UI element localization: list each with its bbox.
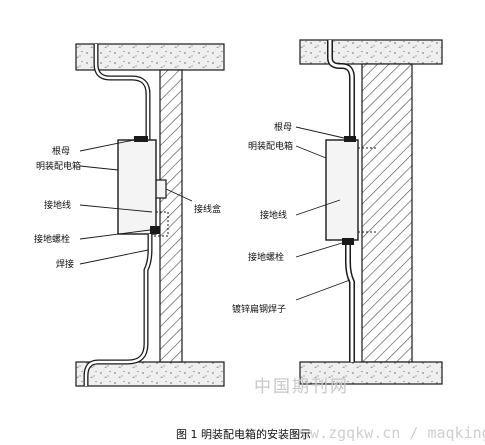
left-top-slab (75, 43, 225, 71)
left-label-junction-box: 接线盒 (194, 203, 221, 215)
right-leaders (295, 126, 351, 301)
left-label-weld: 焊接 (56, 258, 74, 270)
right-top-nut (344, 136, 356, 142)
right-label-ground-bolt: 接地螺栓 (248, 251, 284, 263)
watermark-cn: 中国期刊网 (254, 377, 349, 397)
right-wall (361, 63, 413, 363)
left-label-nut: 根母 (52, 145, 70, 157)
right-figure: 根母 明装配电箱 接地线 接地螺栓 镀锌扁钢焊子 (232, 39, 443, 385)
right-ground-bolt (342, 238, 354, 245)
left-leaders (79, 139, 193, 265)
right-label-surface-box: 明装配电箱 (248, 140, 293, 152)
left-bottom-slab (75, 361, 225, 387)
right-label-ground-wire: 接地线 (260, 209, 287, 221)
right-brackets (358, 147, 376, 233)
left-label-surface-box: 明装配电箱 (36, 160, 81, 172)
left-wall (159, 69, 183, 363)
right-bottom-slab (299, 361, 443, 385)
right-top-slab (299, 39, 443, 65)
right-distribution-box (325, 139, 359, 241)
figure-caption: 图 1 明装配电箱的安装图示 (176, 427, 311, 441)
left-top-nut (134, 136, 148, 142)
left-ground-wire (152, 211, 169, 237)
left-ground-bolt (150, 226, 160, 234)
right-label-nut: 根母 (274, 121, 292, 133)
left-label-ground-wire: 接地线 (44, 199, 71, 211)
left-distribution-box (117, 139, 157, 235)
right-label-flat-conduit: 镀锌扁钢焊子 (232, 303, 286, 315)
watermark-en: www.zgqkw.cn / maqking.com (292, 424, 485, 442)
left-figure: 根母 明装配电箱 接地线 接线盒 接地螺栓 焊接 (34, 43, 225, 387)
left-label-ground-bolt: 接地螺栓 (34, 233, 70, 245)
